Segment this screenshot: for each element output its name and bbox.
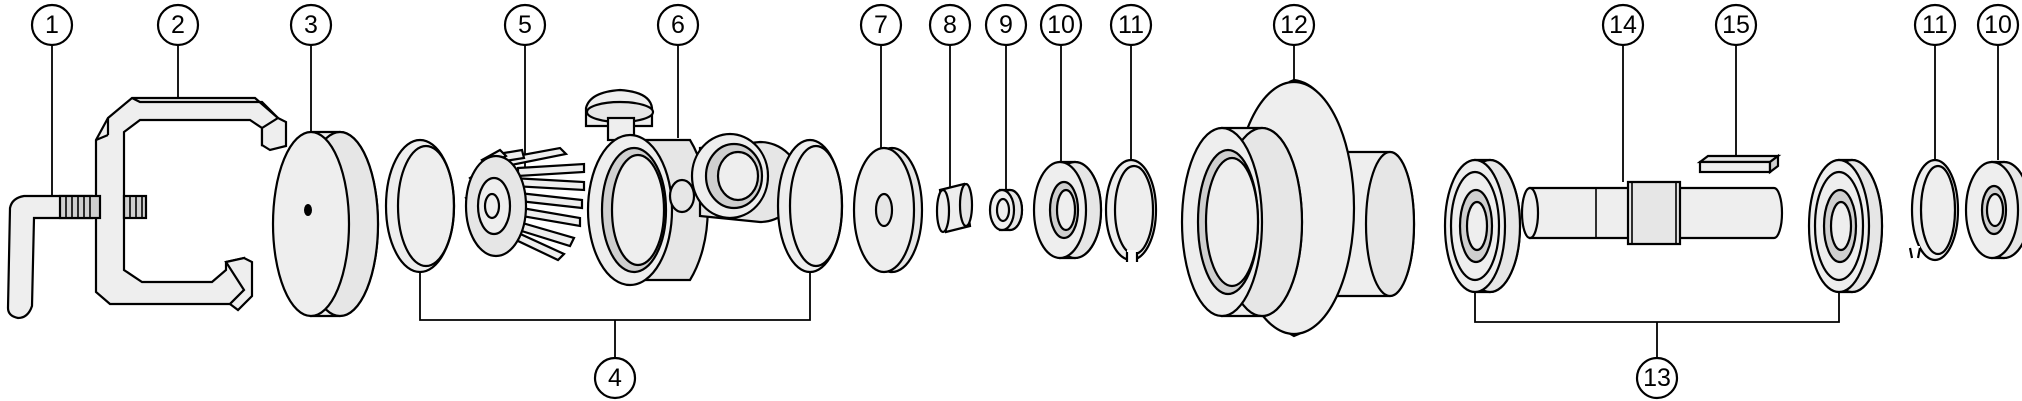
callout-1: 1 <box>30 3 74 47</box>
callout-label: 4 <box>608 364 622 392</box>
callout-label: 7 <box>874 11 888 39</box>
part-10-seal-ring-left <box>1032 160 1103 260</box>
part-9-bushing <box>988 188 1024 232</box>
callout-label: 12 <box>1280 11 1308 39</box>
callout-10-right: 10 <box>1976 3 2020 47</box>
callout-6: 6 <box>656 3 700 47</box>
part-5-impeller <box>464 146 586 262</box>
part-4-o-ring-left <box>384 138 456 274</box>
callout-5: 5 <box>503 3 547 47</box>
callout-4: 4 <box>593 356 637 400</box>
callout-11-right: 11 <box>1913 3 1957 47</box>
leader-lines <box>51 46 1999 358</box>
callout-9: 9 <box>984 3 1028 47</box>
callout-label: 2 <box>171 11 185 39</box>
callout-8: 8 <box>928 3 972 47</box>
callout-label: 3 <box>304 11 318 39</box>
callout-11-left: 11 <box>1109 3 1153 47</box>
callout-3: 3 <box>289 3 333 47</box>
callout-label: 14 <box>1609 11 1637 39</box>
callout-label: 10 <box>1984 11 2012 39</box>
part-6-pump-housing <box>584 88 802 287</box>
callout-12: 12 <box>1272 3 1316 47</box>
part-7-washer <box>852 146 924 274</box>
callout-label: 10 <box>1047 11 1075 39</box>
part-14-shaft <box>1520 180 1784 246</box>
callout-10-left: 10 <box>1039 3 1083 47</box>
part-11-circlip-right <box>1908 158 1960 262</box>
callout-7: 7 <box>859 3 903 47</box>
callout-label: 1 <box>45 11 59 39</box>
part-13-bearing-right <box>1807 158 1884 294</box>
callout-label: 11 <box>1118 11 1144 39</box>
part-12-bearing-housing <box>1180 78 1416 338</box>
callout-label: 11 <box>1922 11 1948 39</box>
callout-label: 5 <box>518 11 532 39</box>
part-1-t-handle-screw <box>6 194 148 320</box>
part-13-bearing-left <box>1443 158 1522 294</box>
callout-13: 13 <box>1635 356 1679 400</box>
callout-2: 2 <box>156 3 200 47</box>
callout-label: 6 <box>671 11 685 39</box>
part-15-key <box>1696 153 1782 175</box>
callout-label: 9 <box>999 11 1013 39</box>
part-2-puller-frame <box>94 96 288 312</box>
part-3-cover-plate <box>271 130 380 318</box>
callout-14: 14 <box>1601 3 1645 47</box>
part-11-circlip-left <box>1104 158 1158 264</box>
part-10-seal-ring-right <box>1964 160 2022 260</box>
callout-label: 8 <box>943 11 957 39</box>
callout-label: 15 <box>1722 11 1750 39</box>
part-4-o-ring-right <box>776 138 844 274</box>
callout-15: 15 <box>1714 3 1758 47</box>
callout-label: 13 <box>1643 364 1671 392</box>
part-8-cone-seal <box>935 182 974 234</box>
